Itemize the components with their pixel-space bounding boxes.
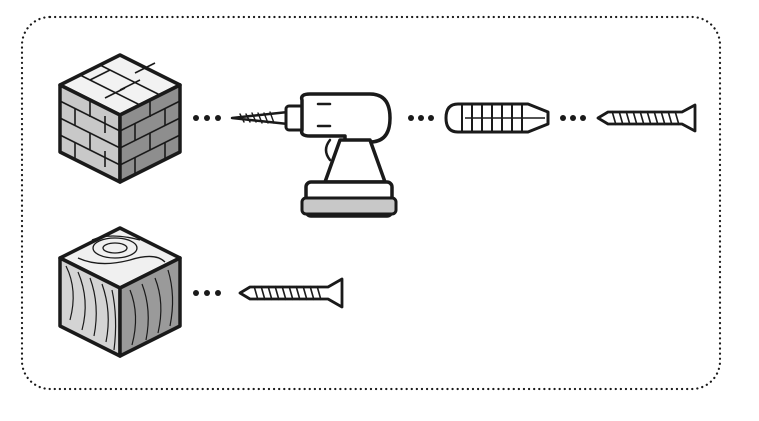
brick-block-icon	[58, 53, 182, 184]
connector-dots-1	[193, 115, 221, 121]
screw-icon	[238, 277, 344, 309]
wall-plug-icon	[444, 102, 550, 134]
connector-dots-4	[193, 290, 221, 296]
drill-icon	[230, 92, 398, 218]
dotted-frame	[20, 15, 722, 391]
connector-dots-2	[408, 115, 434, 121]
wood-block-icon	[58, 226, 182, 358]
screw-icon	[596, 103, 697, 133]
connector-dots-3	[560, 115, 586, 121]
